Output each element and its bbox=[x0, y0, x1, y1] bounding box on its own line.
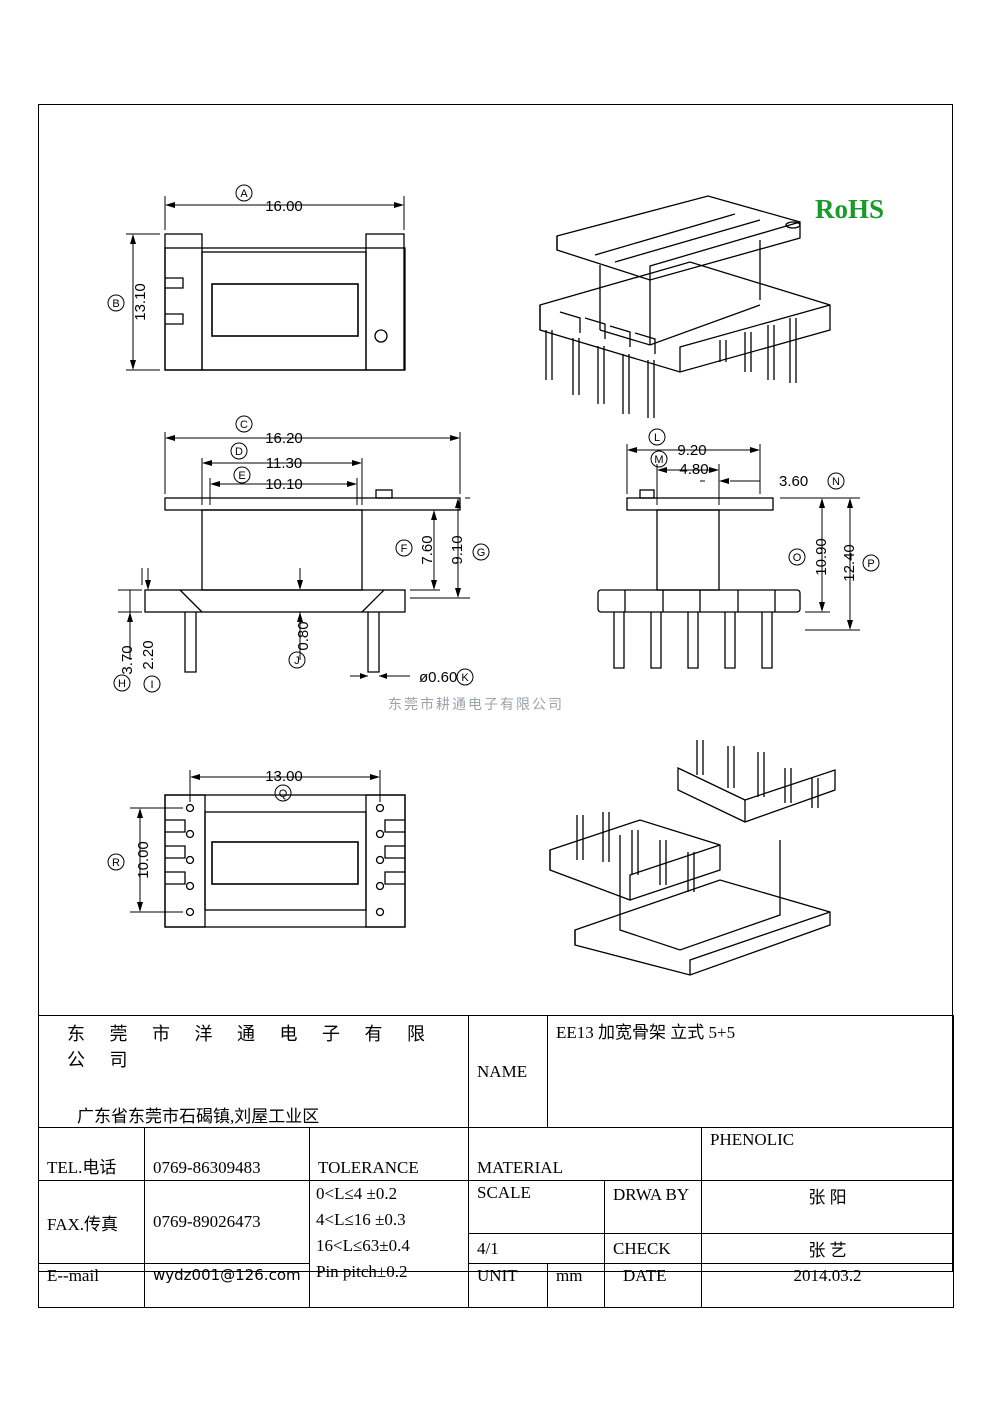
marker-d: D bbox=[235, 446, 243, 458]
drawn-by-value: 张 阳 bbox=[701, 1180, 955, 1234]
dimension-markers bbox=[107, 184, 880, 871]
tel-value: 0769-86309483 bbox=[144, 1127, 310, 1181]
bottom-view bbox=[130, 770, 406, 928]
name-label: NAME bbox=[468, 1015, 549, 1128]
rohs-label: RoHS bbox=[815, 194, 885, 224]
fax-value: 0769-89026473 bbox=[144, 1180, 310, 1264]
marker-l: L bbox=[654, 432, 660, 444]
dim-q-value: 13.00 bbox=[265, 768, 303, 785]
date-value: 2014.03.2 bbox=[701, 1263, 955, 1308]
tolerance-label: TOLERANCE bbox=[308, 1127, 470, 1181]
marker-g: G bbox=[477, 547, 486, 559]
dim-i-value: 2.20 bbox=[140, 640, 157, 669]
tolerance-row: 16<L≤63±0.4 bbox=[316, 1236, 410, 1255]
tel-label: TEL.电话 bbox=[38, 1127, 145, 1181]
scale-label: SCALE bbox=[468, 1180, 606, 1234]
marker-p: P bbox=[867, 558, 874, 570]
marker-r: R bbox=[112, 857, 120, 869]
marker-m: M bbox=[654, 454, 663, 466]
isometric-view-bottom bbox=[549, 740, 836, 976]
scale-value: 4/1 bbox=[468, 1233, 606, 1264]
marker-e: E bbox=[238, 470, 245, 482]
marker-b: B bbox=[112, 298, 119, 310]
tolerance-table: 0<L≤4 ±0.2 4<L≤16 ±0.3 16<L≤63±0.4 Pin p… bbox=[308, 1180, 470, 1308]
top-view bbox=[126, 196, 406, 371]
fax-label: FAX.传真 bbox=[38, 1180, 145, 1264]
check-label: CHECK bbox=[604, 1233, 703, 1264]
dim-m-value: 4.80 bbox=[679, 461, 708, 478]
title-block: 东 莞 市 洋 通 电 子 有 限 公 司 广东省东莞市石碣镇,刘屋工业区 NA… bbox=[37, 1015, 955, 1308]
unit-value: mm bbox=[547, 1263, 606, 1308]
side-view bbox=[597, 444, 860, 669]
material-label: MATERIAL bbox=[468, 1127, 703, 1181]
dim-d-value: 11.30 bbox=[266, 455, 302, 472]
dim-n-value: 3.60 bbox=[779, 473, 808, 490]
name-value: EE13 加宽骨架 立式 5+5 bbox=[547, 1015, 955, 1128]
dim-g-value: 9.10 bbox=[449, 535, 466, 564]
tolerance-row: Pin pitch±0.2 bbox=[316, 1262, 408, 1281]
material-value: PHENOLIC bbox=[701, 1127, 955, 1181]
technical-drawing: A B C D E F G H I J K L M N O P Q R 16.0… bbox=[107, 184, 880, 976]
marker-j: J bbox=[294, 655, 300, 667]
tolerance-row: 0<L≤4 ±0.2 bbox=[316, 1184, 398, 1203]
dim-b-value: 13.10 bbox=[132, 283, 149, 321]
isometric-view-top bbox=[539, 195, 831, 418]
marker-i: I bbox=[150, 679, 153, 691]
dim-j-value: 0.80 bbox=[295, 621, 312, 650]
tolerance-row: 4<L≤16 ±0.3 bbox=[316, 1210, 406, 1229]
marker-q: Q bbox=[279, 788, 288, 800]
dim-h-value: 3.70 bbox=[119, 645, 136, 674]
dim-f-value: 7.60 bbox=[419, 535, 436, 564]
company-cell: 东 莞 市 洋 通 电 子 有 限 公 司 广东省东莞市石碣镇,刘屋工业区 bbox=[37, 1015, 470, 1128]
marker-a: A bbox=[240, 188, 248, 200]
date-label: DATE bbox=[604, 1263, 703, 1308]
marker-o: O bbox=[793, 552, 802, 564]
dim-p-value: 12.40 bbox=[841, 544, 858, 582]
watermark: 东莞市耕通电子有限公司 bbox=[388, 697, 564, 713]
dim-a-value: 16.00 bbox=[265, 198, 303, 215]
marker-f: F bbox=[401, 543, 408, 555]
dim-k-value: ø0.60 bbox=[419, 669, 457, 686]
company-address: 广东省东莞市石碣镇,刘屋工业区 bbox=[77, 1107, 320, 1126]
check-value: 张 艺 bbox=[701, 1233, 955, 1264]
marker-n: N bbox=[832, 476, 840, 488]
drawn-by-label: DRWA BY bbox=[604, 1180, 703, 1234]
dim-l-value: 9.20 bbox=[677, 442, 706, 459]
unit-label: UNIT bbox=[468, 1263, 549, 1308]
marker-h: H bbox=[118, 678, 126, 690]
dim-e-value: 10.10 bbox=[265, 476, 303, 493]
dim-o-value: 10.90 bbox=[813, 538, 830, 576]
dim-c-value: 16.20 bbox=[265, 430, 303, 447]
marker-k: K bbox=[461, 672, 469, 684]
company-name: 东 莞 市 洋 通 电 子 有 限 公 司 bbox=[67, 1024, 435, 1070]
email-value: wydz001@126.com bbox=[144, 1263, 310, 1308]
dim-r-value: 10.00 bbox=[135, 841, 152, 879]
marker-c: C bbox=[240, 419, 248, 431]
email-label: E--mail bbox=[38, 1263, 145, 1308]
front-view bbox=[118, 432, 470, 679]
